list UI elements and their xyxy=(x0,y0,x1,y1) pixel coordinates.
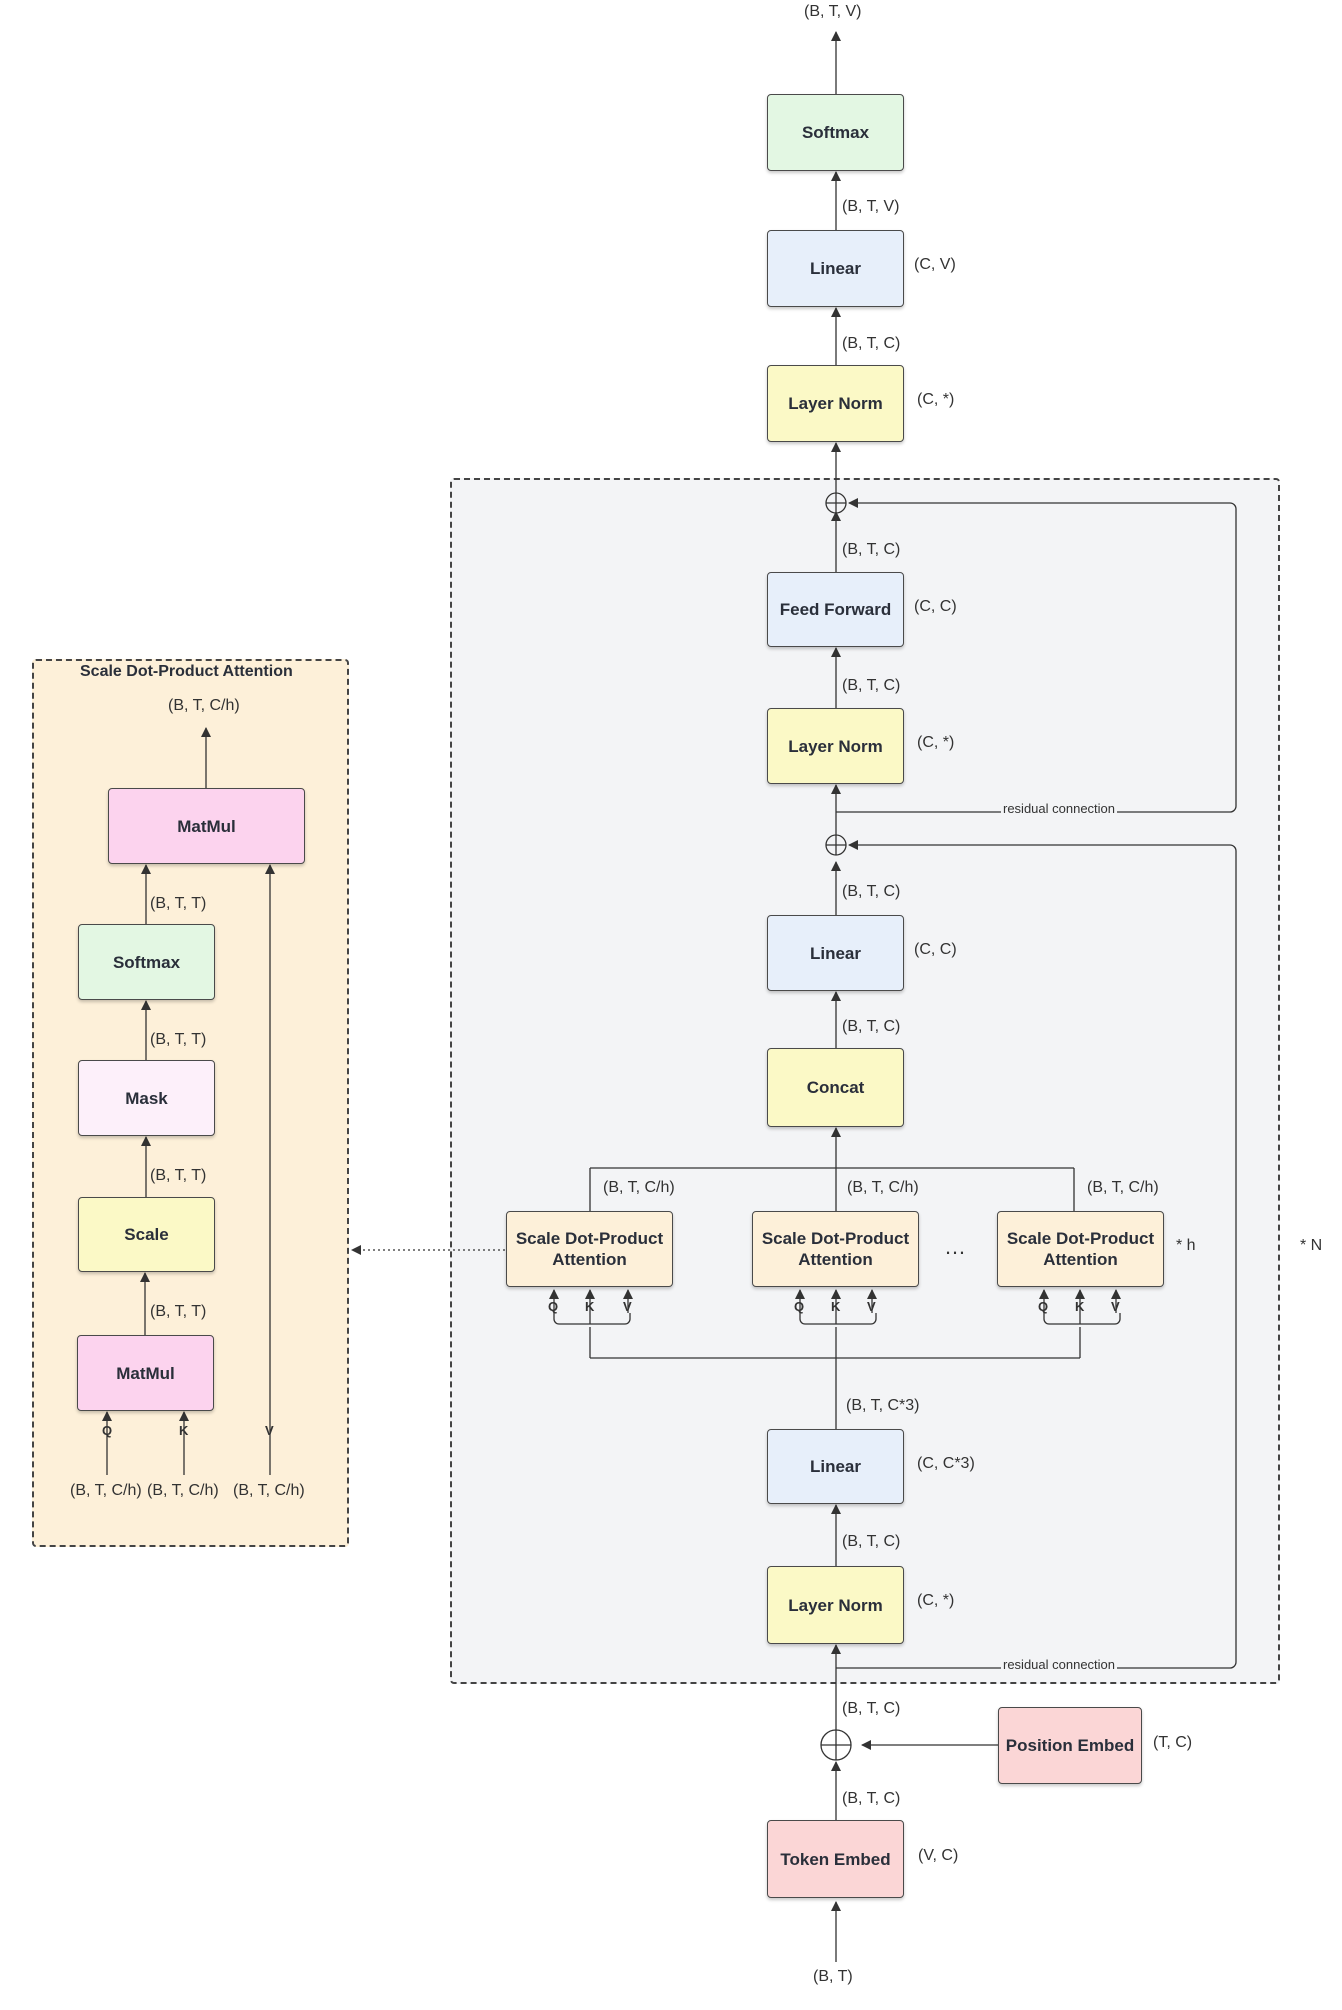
embed-sum-shape-label: (B, T, C) xyxy=(842,1700,901,1717)
projection-output-shape-label: (B, T, C) xyxy=(842,883,901,900)
sdpa-panel-title: Scale Dot-Product Attention xyxy=(80,663,293,680)
final-layer-norm-param-label: (C, *) xyxy=(917,391,955,408)
sdpa-scale-node: Scale xyxy=(78,1197,215,1272)
position-embed-param-label: (T, C) xyxy=(1153,1734,1193,1751)
head-2-q-label: Q xyxy=(794,1299,805,1314)
ff-output-shape-label: (B, T, C) xyxy=(842,541,901,558)
concat-node: Concat xyxy=(767,1048,904,1127)
heads-ellipsis: … xyxy=(944,1234,966,1259)
feed-forward-param-label: (C, C) xyxy=(914,598,957,615)
softmax-input-shape-label: (B, T, V) xyxy=(842,198,900,215)
head-3-q-label: Q xyxy=(1038,1299,1049,1314)
sdpa-softmax-node: Softmax xyxy=(78,924,215,1000)
sdpa-matmul-top-node: MatMul xyxy=(108,788,305,864)
sdpa-output-shape-label: (B, T, C/h) xyxy=(168,697,240,714)
linear-output-param-label: (C, V) xyxy=(914,256,956,273)
residual-edge-1 xyxy=(836,840,1237,1669)
sdpa-k-label: K xyxy=(179,1423,189,1438)
linear-projection-node: Linear xyxy=(767,915,904,991)
output-shape-label: (B, T, V) xyxy=(804,3,862,20)
ln2-output-shape-label: (B, T, C) xyxy=(842,677,901,694)
sdpa-softmax-out-shape: (B, T, T) xyxy=(150,895,207,912)
head-2-shape-label: (B, T, C/h) xyxy=(847,1179,919,1196)
layer-norm-1-param-label: (C, *) xyxy=(917,1592,955,1609)
linear-qkv-node: Linear xyxy=(767,1429,904,1504)
linear-qkv-param-label: (C, C*3) xyxy=(917,1455,975,1472)
sdpa-matmul-bottom-node: MatMul xyxy=(77,1335,214,1411)
token-embed-node: Token Embed xyxy=(767,1820,904,1898)
softmax-output-node: Softmax xyxy=(767,94,904,171)
head-1-v-label: V xyxy=(623,1299,632,1314)
sdpa-k-input-shape: (B, T, C/h) xyxy=(147,1482,219,1499)
token-output-shape-label: (B, T, C) xyxy=(842,1790,901,1807)
head-3-k-label: K xyxy=(1075,1299,1085,1314)
feed-forward-node: Feed Forward xyxy=(767,572,904,647)
sdpa-scale-out-shape: (B, T, T) xyxy=(150,1167,207,1184)
layer-norm-2-param-label: (C, *) xyxy=(917,734,955,751)
residual-label-lower: residual connection xyxy=(1001,1657,1118,1672)
head-3-shape-label: (B, T, C/h) xyxy=(1087,1179,1159,1196)
attention-head-3-node: Scale Dot-Product Attention xyxy=(997,1211,1164,1287)
linear-output-input-shape-label: (B, T, C) xyxy=(842,335,901,352)
ln1-output-shape-label: (B, T, C) xyxy=(842,1533,901,1550)
sdpa-q-label: Q xyxy=(102,1423,113,1438)
head-3-v-label: V xyxy=(1111,1299,1120,1314)
head-2-v-label: V xyxy=(867,1299,876,1314)
sdpa-matmul-out-shape: (B, T, T) xyxy=(150,1303,207,1320)
sdpa-q-input-shape: (B, T, C/h) xyxy=(70,1482,142,1499)
sdpa-mask-out-shape: (B, T, T) xyxy=(150,1031,207,1048)
layers-count-label: * N xyxy=(1300,1237,1323,1254)
residual-label-upper: residual connection xyxy=(1001,801,1118,816)
sdpa-v-label: V xyxy=(265,1423,274,1438)
head-2-k-label: K xyxy=(831,1299,841,1314)
residual-edge-2 xyxy=(836,498,1237,813)
attention-head-2-node: Scale Dot-Product Attention xyxy=(752,1211,919,1287)
qkv-output-shape-label: (B, T, C*3) xyxy=(846,1397,920,1414)
layer-norm-1-node: Layer Norm xyxy=(767,1566,904,1644)
token-embed-param-label: (V, C) xyxy=(918,1847,959,1864)
heads-count-label: * h xyxy=(1176,1237,1196,1254)
input-shape-label: (B, T) xyxy=(813,1968,853,1985)
final-layer-norm-node: Layer Norm xyxy=(767,365,904,442)
head-1-shape-label: (B, T, C/h) xyxy=(603,1179,675,1196)
concat-output-shape-label: (B, T, C) xyxy=(842,1018,901,1035)
attention-head-1-node: Scale Dot-Product Attention xyxy=(506,1211,673,1287)
position-embed-node: Position Embed xyxy=(998,1707,1142,1784)
head-1-q-label: Q xyxy=(548,1299,559,1314)
head-1-k-label: K xyxy=(585,1299,595,1314)
sdpa-v-input-shape: (B, T, C/h) xyxy=(233,1482,305,1499)
linear-projection-param-label: (C, C) xyxy=(914,941,957,958)
sdpa-mask-node: Mask xyxy=(78,1060,215,1136)
linear-output-node: Linear xyxy=(767,230,904,307)
layer-norm-2-node: Layer Norm xyxy=(767,708,904,784)
